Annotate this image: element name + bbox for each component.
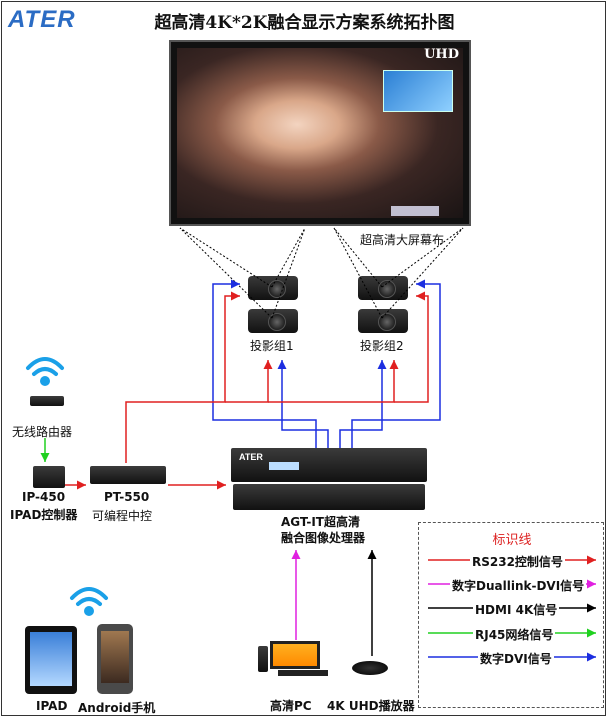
router-device: [30, 396, 64, 406]
android-label: Android手机: [78, 701, 156, 715]
player-label: 4K UHD播放器: [327, 699, 415, 713]
processor-brand: ATER: [239, 452, 263, 462]
ip450-model: IP-450: [22, 490, 66, 504]
processor-lower-unit: [233, 484, 425, 510]
uhd-logo: UHD: [424, 47, 459, 62]
projection-screen: UHD: [169, 40, 471, 226]
screen-caption: 超高清大屏幕布: [360, 233, 445, 247]
wifi-icon: [70, 587, 108, 616]
pt550-model: PT-550: [104, 490, 150, 504]
legend-item-hdmi: HDMI 4K信号: [473, 601, 560, 618]
projector-2a: [358, 276, 408, 300]
brand-logo: ATER: [8, 6, 76, 33]
pc-monitor: [270, 641, 320, 669]
screen-badge: [391, 206, 439, 216]
ipad-screen: [30, 632, 72, 686]
pt550-desc: 可编程中控: [92, 509, 153, 523]
lens-icon: [378, 280, 396, 298]
lens-icon: [268, 280, 286, 298]
ip450-desc: IPAD控制器: [10, 508, 78, 522]
page-title: 超高清4K*2K融合显示方案系统拓扑图: [154, 13, 455, 33]
processor-label-line1: AGT-IT超高清: [281, 515, 360, 529]
pc-label: 高清PC: [270, 699, 312, 713]
processor-display: [269, 462, 299, 470]
rs232-lines: [65, 291, 429, 490]
processor-upper-unit: ATER: [231, 448, 427, 482]
desktop-window-overlay: [383, 70, 453, 112]
projector-group-1-label: 投影组1: [250, 339, 294, 353]
pc-keyboard: [278, 670, 328, 676]
legend-item-rj45: RJ45网络信号: [473, 626, 556, 643]
processor-label-line2: 融合图像处理器: [281, 531, 366, 545]
projection-rays: [179, 227, 464, 319]
android-phone: [97, 624, 133, 694]
pt550-device: [90, 466, 166, 484]
uhd-player-device: [352, 661, 388, 675]
phone-screen: [101, 631, 129, 683]
ip450-device: [33, 466, 65, 488]
wifi-icon: [26, 357, 64, 386]
ipad-device: [25, 626, 77, 694]
legend-item-rs232: RS232控制信号: [470, 553, 565, 570]
pc-tower: [258, 646, 268, 672]
legend-box: 标识线: [418, 522, 604, 708]
projector-1a: [248, 276, 298, 300]
legend-title: 标识线: [492, 533, 532, 548]
legend-item-dvi: 数字DVI信号: [478, 650, 554, 667]
router-label: 无线路由器: [12, 425, 73, 439]
projector-group-2-label: 投影组2: [360, 339, 404, 353]
dvi-lines: [212, 279, 441, 450]
projector-1b: [248, 309, 298, 333]
ipad-label: IPAD: [36, 699, 68, 713]
legend-item-duallink-dvi: 数字Duallink-DVI信号: [450, 577, 587, 594]
